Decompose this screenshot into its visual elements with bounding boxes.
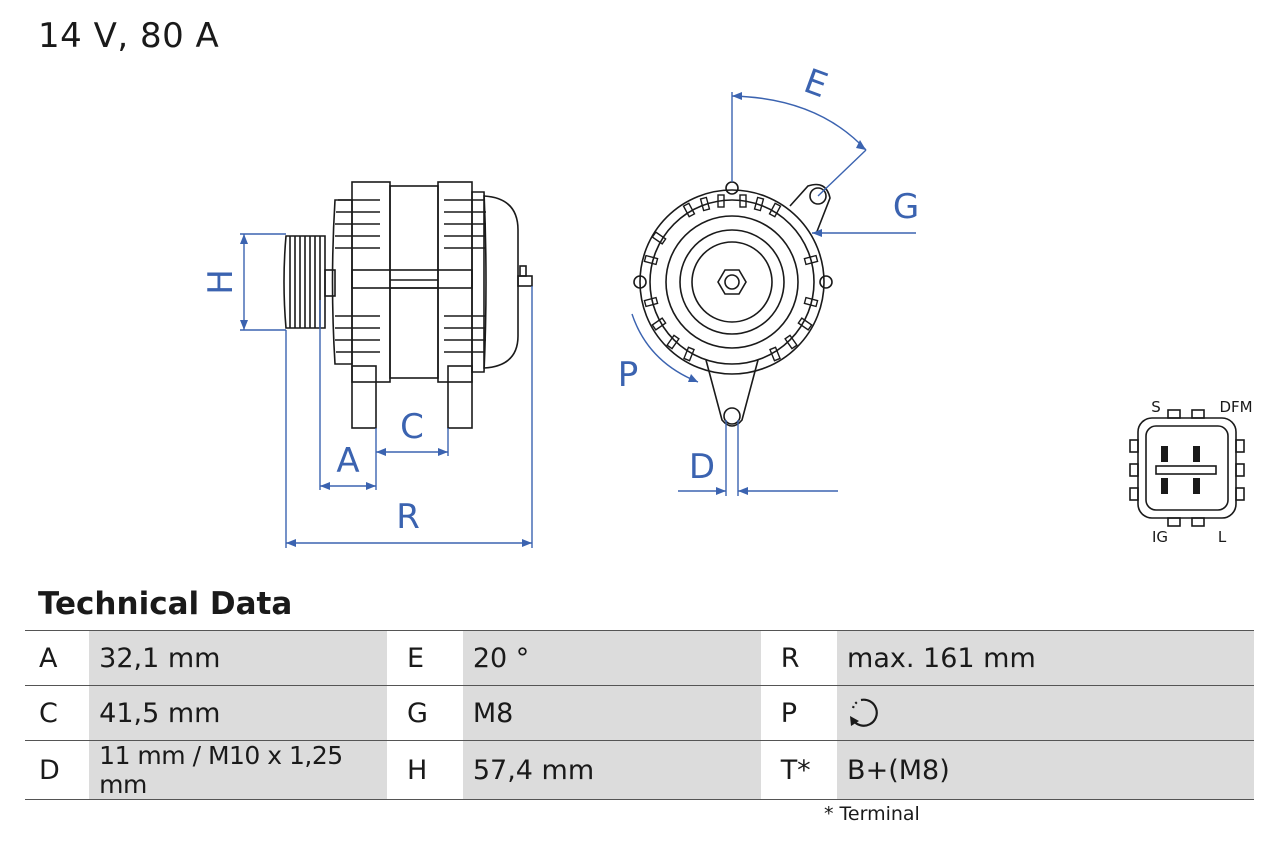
param-value: 41,5 mm xyxy=(89,685,388,741)
param-key: C xyxy=(25,685,90,741)
front-view xyxy=(633,181,833,427)
rotation-clockwise-icon xyxy=(850,698,878,727)
param-key: A xyxy=(25,630,90,686)
dim-label-a: A xyxy=(336,441,359,481)
param-key: E xyxy=(387,630,463,686)
connector-pin-l: L xyxy=(1218,528,1227,546)
param-key: G xyxy=(387,685,463,741)
param-key: D xyxy=(25,740,90,800)
dim-label-h: H xyxy=(201,269,241,295)
param-value xyxy=(837,685,1254,741)
connector-pin-ig: IG xyxy=(1152,528,1168,546)
connector-pin-s: S xyxy=(1151,398,1161,416)
param-key: R xyxy=(760,630,838,686)
footnote: * Terminal xyxy=(824,803,920,825)
connector-pin-dfm: DFM xyxy=(1219,398,1252,416)
param-value: 57,4 mm xyxy=(462,740,761,800)
pulley-icon xyxy=(283,235,326,329)
table-row: D 11 mm / M10 x 1,25 mm H 57,4 mm T* B+(… xyxy=(25,740,1254,800)
side-view xyxy=(283,181,533,429)
page-title: 14 V, 80 A xyxy=(38,16,220,56)
alternator-drawing: H A C R xyxy=(201,61,1253,548)
param-key: P xyxy=(760,685,838,741)
param-value: B+(M8) xyxy=(837,740,1254,800)
dim-label-d: D xyxy=(689,447,715,487)
param-value: 20 ° xyxy=(462,630,761,686)
param-key: T* xyxy=(760,740,838,800)
dim-label-p: P xyxy=(618,355,639,395)
param-key: H xyxy=(387,740,463,800)
dim-label-c: C xyxy=(400,407,424,447)
technical-data-table: A 32,1 mm E 20 ° R max. 161 mm C 41,5 mm… xyxy=(25,630,1254,800)
param-value: M8 xyxy=(462,685,761,741)
dim-label-r: R xyxy=(396,497,420,537)
param-value: 32,1 mm xyxy=(89,630,388,686)
table-row: A 32,1 mm E 20 ° R max. 161 mm xyxy=(25,630,1254,686)
connector-plug-icon xyxy=(1129,409,1245,527)
table-row: C 41,5 mm G M8 P xyxy=(25,685,1254,741)
section-title: Technical Data xyxy=(38,586,293,622)
param-value: 11 mm / M10 x 1,25 mm xyxy=(89,740,388,800)
front-dimensions xyxy=(631,92,916,496)
param-value: max. 161 mm xyxy=(837,630,1254,686)
dim-label-e: E xyxy=(799,61,833,106)
dim-label-g: G xyxy=(893,187,919,227)
